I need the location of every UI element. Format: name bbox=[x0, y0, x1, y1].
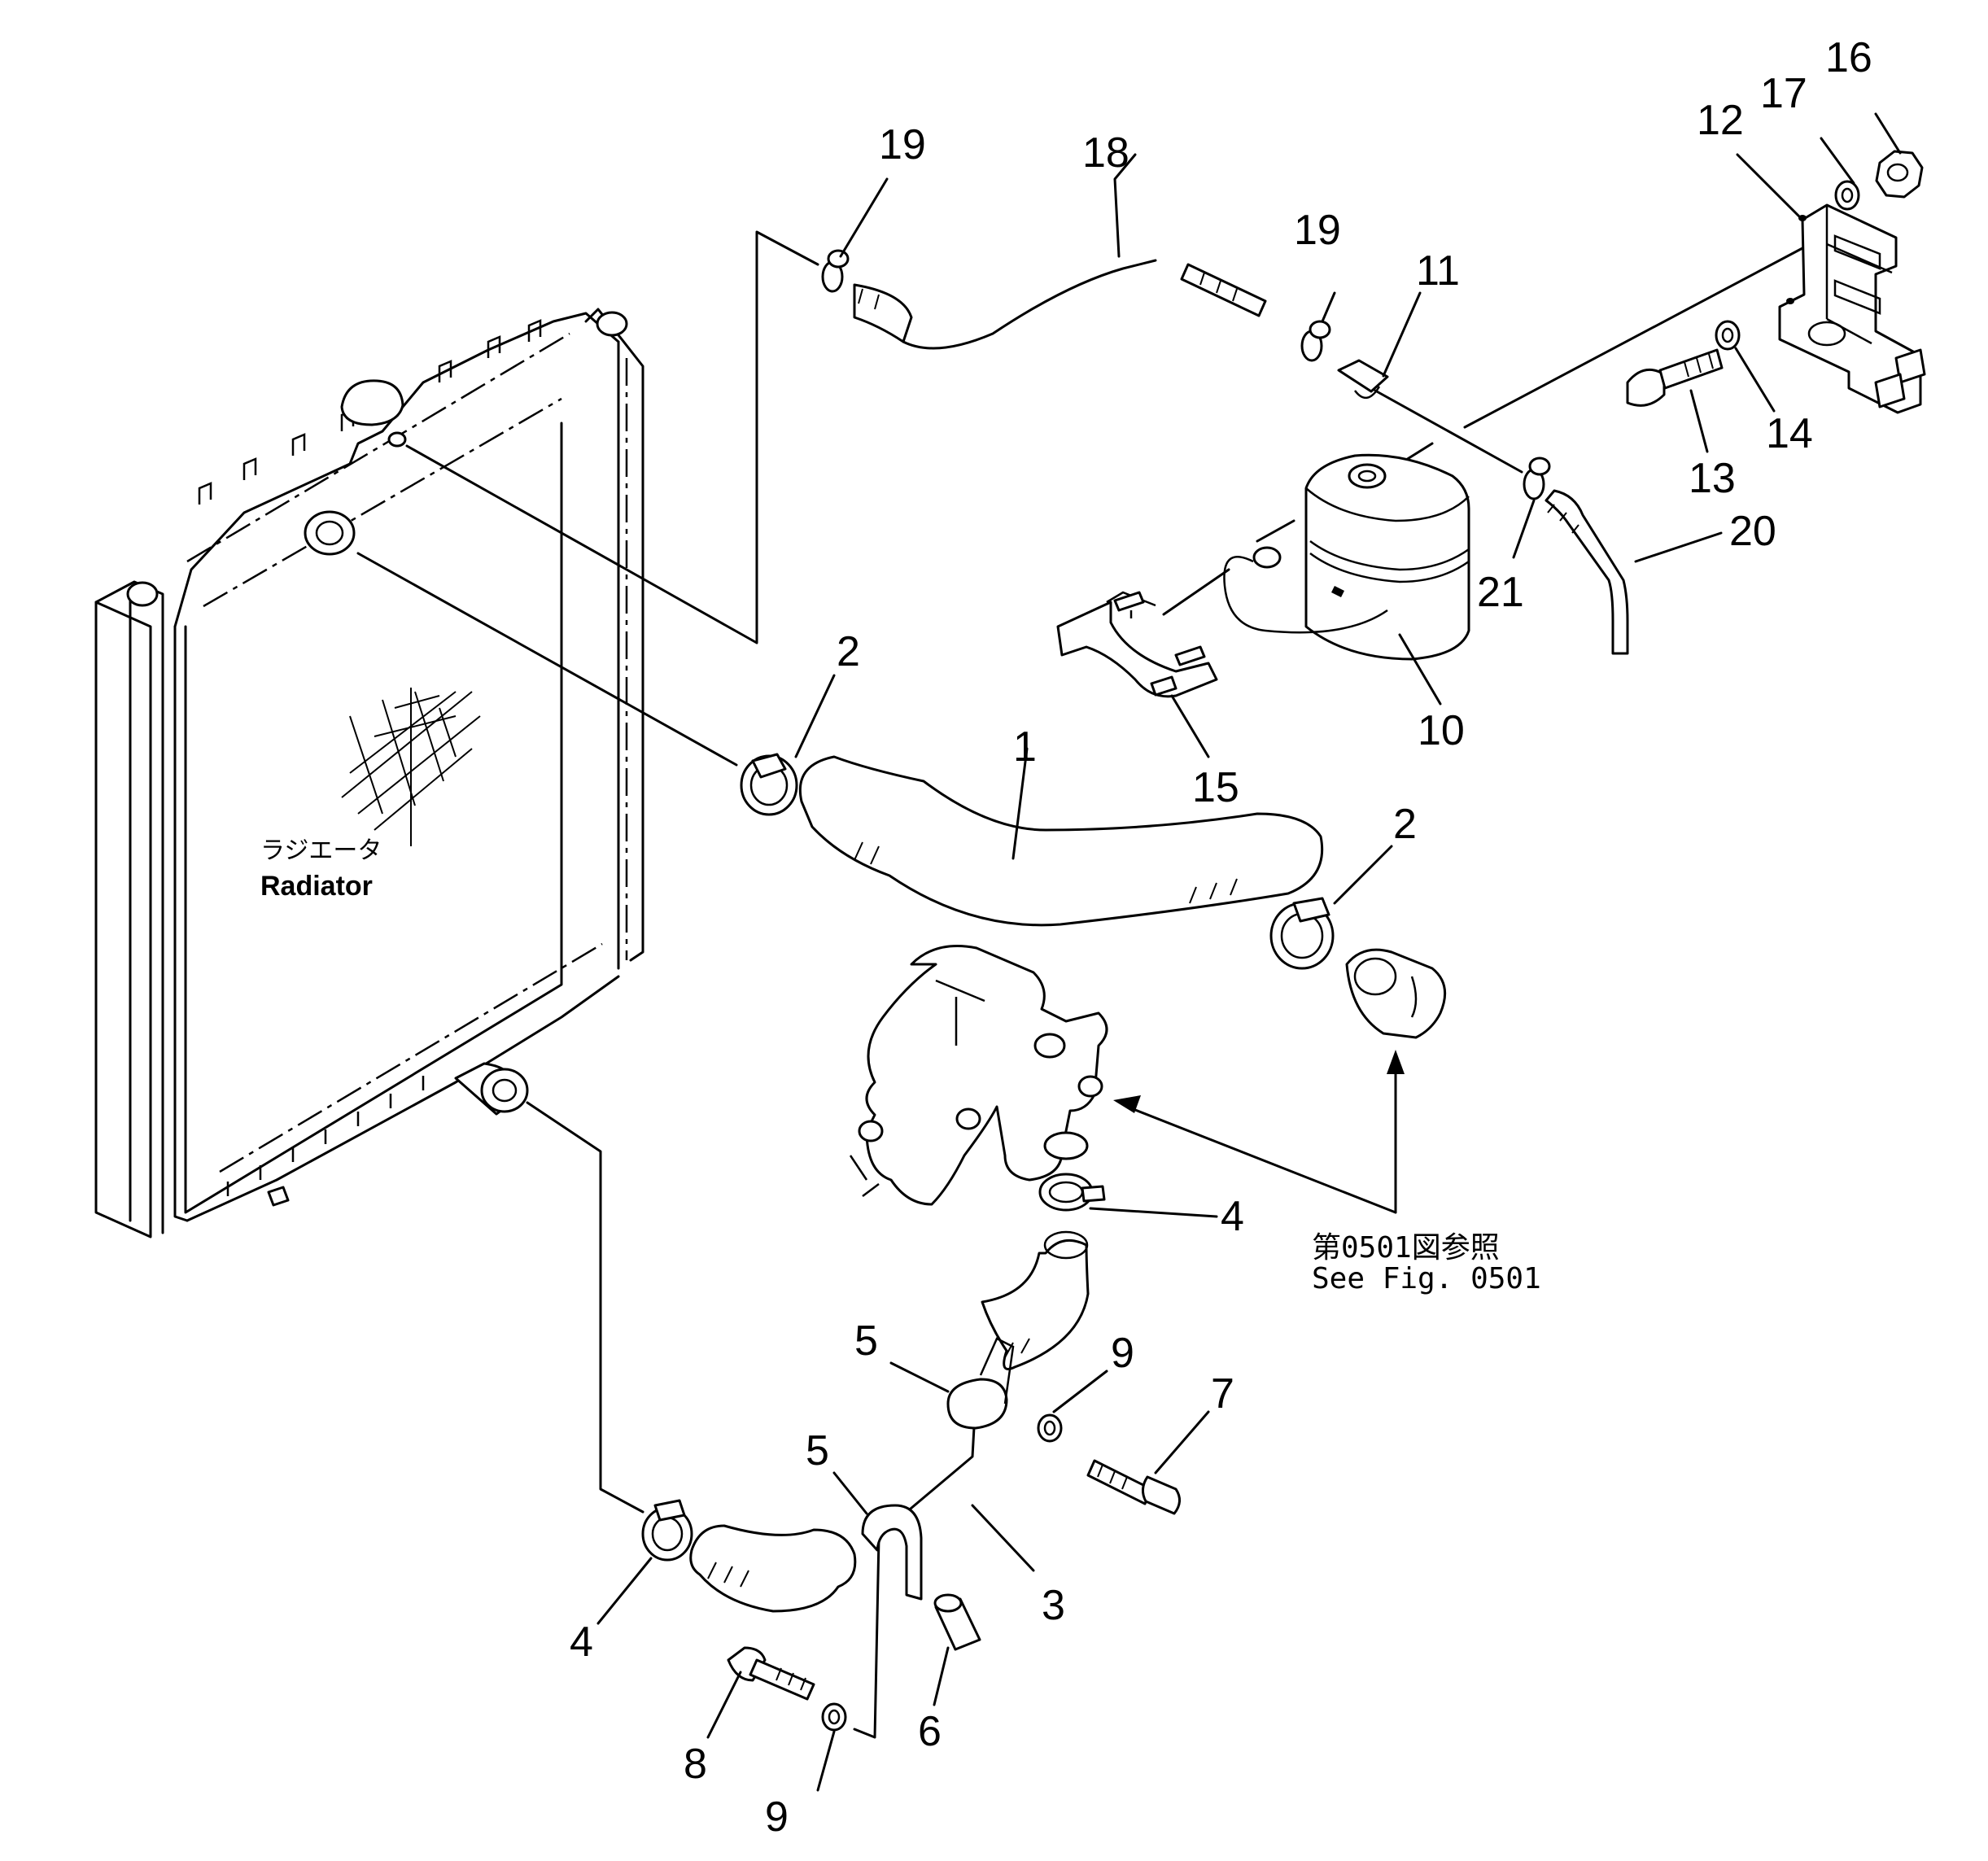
callout-14: 14 bbox=[1766, 410, 1813, 457]
hose-clip-19-left bbox=[821, 249, 850, 293]
overflow-hose-18 bbox=[853, 259, 1267, 350]
callout-17: 17 bbox=[1760, 70, 1807, 117]
reference-note-jp: 第0501図参照 bbox=[1312, 1231, 1500, 1265]
callout-15: 15 bbox=[1192, 764, 1239, 811]
callout-9: 9 bbox=[1111, 1330, 1134, 1377]
hose-clamp-4-upper bbox=[1038, 1173, 1106, 1212]
callout-2: 2 bbox=[837, 628, 860, 675]
callout-19: 19 bbox=[1294, 207, 1341, 254]
bolt-13 bbox=[1626, 348, 1724, 407]
reservoir-tank-10 bbox=[1304, 453, 1470, 661]
callout-18: 18 bbox=[1082, 129, 1129, 177]
hose-clip-19-right bbox=[1300, 320, 1331, 362]
thermostat-housing bbox=[1345, 948, 1447, 1039]
lower-elbow-hose bbox=[981, 1230, 1090, 1370]
callout-16: 16 bbox=[1825, 34, 1872, 81]
callout-20: 20 bbox=[1729, 508, 1776, 555]
upper-hose-1 bbox=[798, 755, 1324, 927]
bolt-7 bbox=[1086, 1459, 1181, 1515]
reference-arrows bbox=[1113, 1050, 1405, 1214]
spacer-6 bbox=[933, 1593, 981, 1651]
bracket-15 bbox=[1056, 546, 1388, 698]
radiator-label-jp: ラジエータ bbox=[260, 837, 382, 865]
lower-hose-left bbox=[689, 1524, 857, 1613]
leader-lines bbox=[596, 112, 1902, 1792]
washer-14 bbox=[1715, 320, 1741, 351]
callout-12: 12 bbox=[1697, 97, 1744, 144]
reservoir-cap-11 bbox=[1337, 359, 1389, 399]
reference-note-en: See Fig. 0501 bbox=[1312, 1262, 1541, 1295]
callout-19: 19 bbox=[879, 121, 926, 168]
bolt-8 bbox=[727, 1646, 815, 1701]
callout-5: 5 bbox=[854, 1317, 878, 1365]
callout-3: 3 bbox=[1042, 1582, 1065, 1629]
washer-9-lower bbox=[821, 1702, 847, 1732]
hose-clamp-2-lower bbox=[1269, 897, 1335, 970]
nut-16 bbox=[1875, 150, 1924, 199]
callout-5: 5 bbox=[806, 1427, 829, 1474]
water-pump-housing bbox=[849, 945, 1108, 1206]
washer-9-upper bbox=[1037, 1413, 1063, 1443]
reference-note: 第0501図参照 See Fig. 0501 bbox=[1312, 1231, 1541, 1295]
breather-hose-20 bbox=[1545, 489, 1629, 655]
bracket-12 bbox=[1778, 203, 1926, 414]
radiator: ラジエータ Radiator bbox=[94, 308, 644, 1238]
clip-5-upper bbox=[946, 1337, 1015, 1430]
callout-13: 13 bbox=[1689, 455, 1736, 502]
hose-clamp-2-upper bbox=[740, 753, 798, 816]
hose-clamp-4-lower bbox=[641, 1499, 693, 1562]
callout-8: 8 bbox=[684, 1741, 707, 1788]
callout-6: 6 bbox=[918, 1708, 942, 1755]
radiator-label-en: Radiator bbox=[260, 871, 373, 902]
callout-numbers: 1 2 2 3 4 4 5 5 6 7 8 9 9 10 11 12 13 14… bbox=[570, 34, 1872, 1841]
callout-10: 10 bbox=[1418, 707, 1465, 754]
clip-5-lower bbox=[861, 1504, 923, 1601]
callout-11: 11 bbox=[1416, 247, 1460, 295]
callout-9: 9 bbox=[765, 1793, 789, 1841]
callout-2: 2 bbox=[1393, 801, 1417, 848]
washer-17 bbox=[1834, 180, 1860, 211]
hose-clip-21 bbox=[1523, 457, 1551, 500]
callout-21: 21 bbox=[1477, 569, 1524, 616]
callout-1: 1 bbox=[1013, 723, 1037, 771]
callout-4: 4 bbox=[570, 1619, 593, 1666]
callout-7: 7 bbox=[1211, 1370, 1234, 1418]
callout-4: 4 bbox=[1221, 1193, 1244, 1240]
connection-lines bbox=[356, 230, 1804, 1739]
